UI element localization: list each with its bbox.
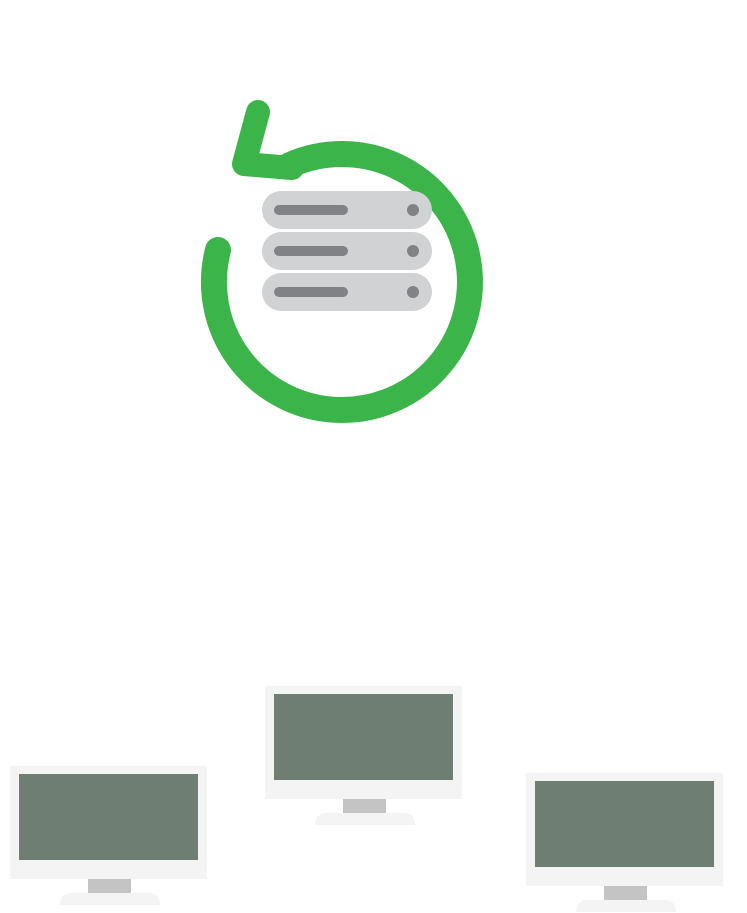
server-unit	[262, 232, 432, 270]
server-unit	[262, 273, 432, 311]
monitor-icon	[526, 773, 723, 912]
server-unit	[262, 191, 432, 229]
monitor-stand	[88, 879, 131, 893]
monitor-icon	[265, 686, 462, 825]
monitor-stand	[604, 886, 647, 900]
monitor-base	[576, 900, 676, 912]
monitor-screen	[274, 694, 453, 780]
monitor-screen	[19, 774, 198, 860]
monitor-base	[60, 893, 160, 905]
monitor-screen	[535, 781, 714, 867]
restore-arrow-icon	[201, 100, 483, 423]
monitor-stand	[343, 799, 386, 813]
server-stack-icon	[262, 191, 432, 311]
monitor-icon	[10, 766, 207, 905]
monitor-base	[315, 813, 415, 825]
